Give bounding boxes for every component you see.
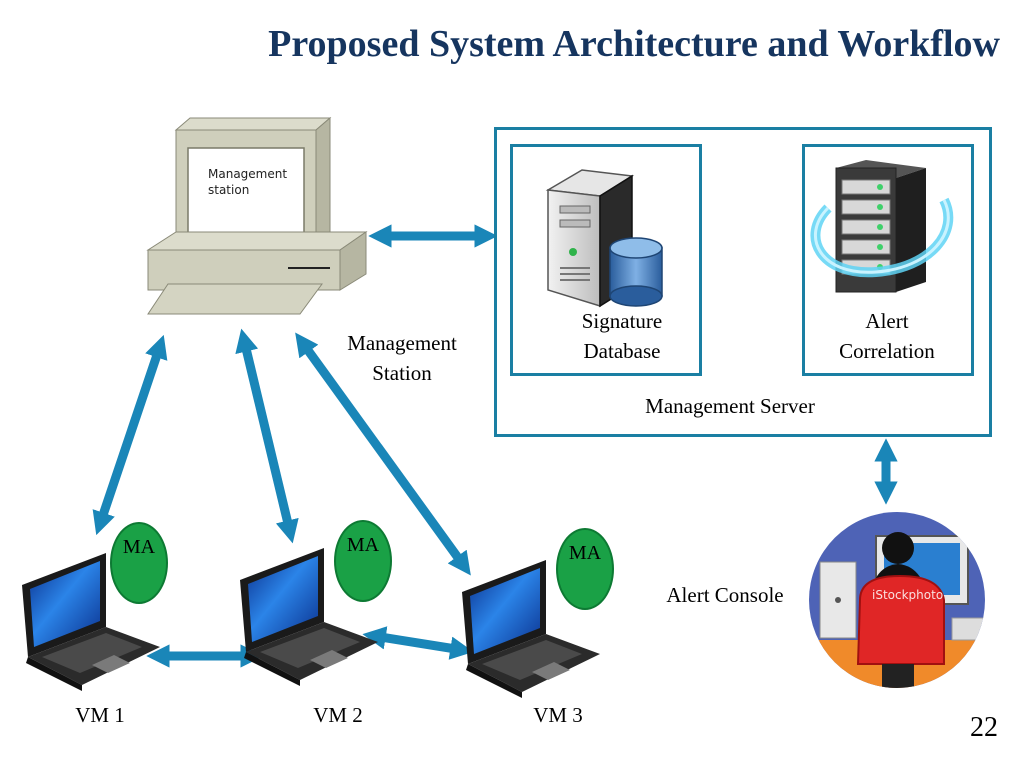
vm2-agent-label: MA [346,534,380,556]
page-number: 22 [970,712,998,743]
signature-db-line-2: Database [583,339,661,363]
arrow-station-vm2 [235,328,299,544]
vm3-monitoring-agent: MA [556,528,614,610]
station-screen-line-1: Management [208,167,288,181]
management-server-label: Management Server [645,394,815,418]
vm3-label: VM 3 [533,703,583,727]
arrow-station-vm3 [295,332,471,576]
vm1-agent-label: MA [122,536,156,558]
vm2-label: VM 2 [313,703,363,727]
arrow-vm2-vm3 [362,626,474,660]
alert-correlation-line-1: Alert [865,309,909,333]
vm1-label: VM 1 [75,703,125,727]
slide-title: Proposed System Architecture and Workflo… [268,23,1000,65]
management-station-label: Management Station [330,328,474,388]
alert-correlation-line-2: Correlation [839,339,935,363]
vm2-monitoring-agent: MA [334,520,392,602]
station-label-line-1: Management [347,331,457,355]
station-screen-line-2: station [208,183,250,197]
signature-db-line-1: Signature [581,309,663,333]
signature-database-label: Signature Database [552,306,692,366]
arrow-station-vm1 [92,334,168,536]
vm1-monitoring-agent: MA [110,522,168,604]
alert-console-label: Alert Console [666,583,784,607]
alert-correlation-label: Alert Correlation [812,306,962,366]
istockphoto-watermark: iStockphoto [872,588,944,602]
vm3-agent-label: MA [568,542,602,564]
station-screen-text: Management station [208,166,287,198]
station-label-line-2: Station [372,361,432,385]
